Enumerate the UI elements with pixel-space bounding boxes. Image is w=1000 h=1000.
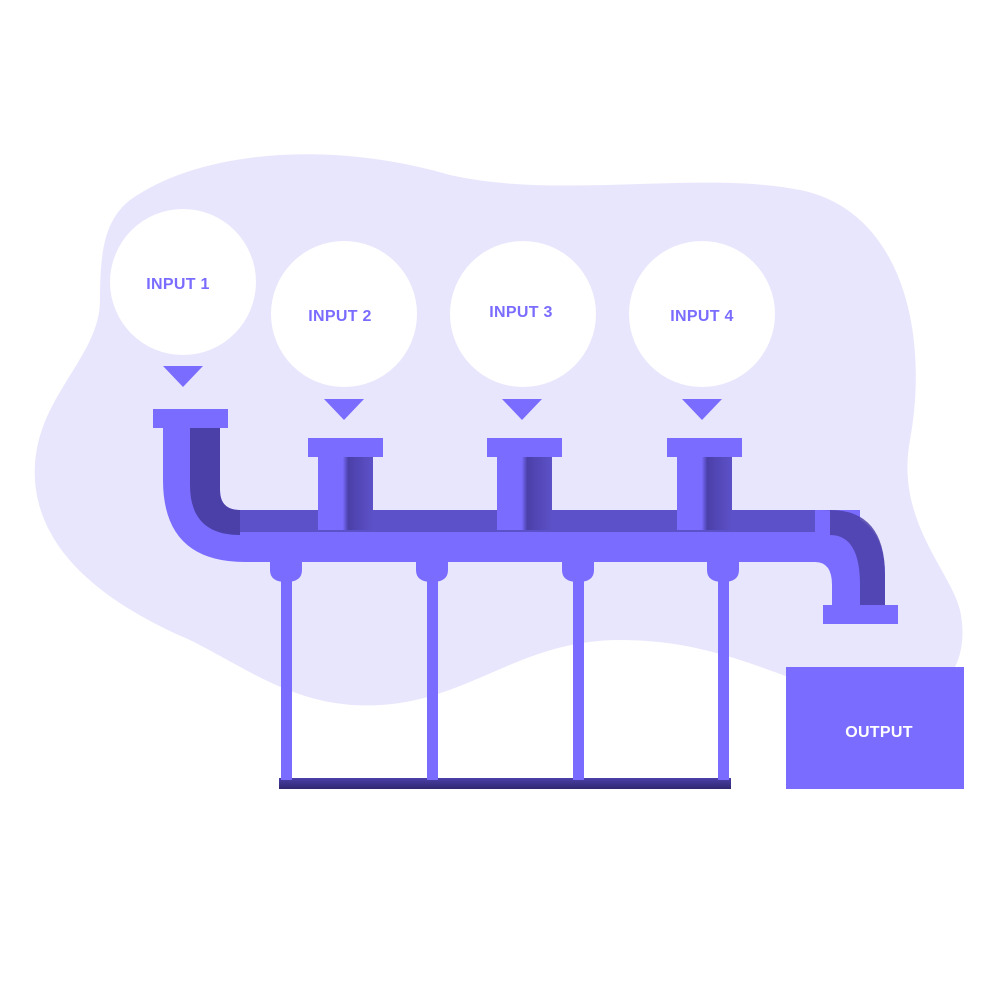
pipe-joint [270, 562, 302, 582]
input-flange [153, 409, 228, 428]
input-node-1: INPUT 1 [110, 209, 256, 387]
output-flange [823, 605, 898, 624]
support-leg [427, 575, 438, 780]
input-label: INPUT 4 [670, 308, 733, 325]
support-leg [573, 575, 584, 780]
pipe-joints [270, 562, 739, 582]
output-node: OUTPUT [786, 667, 964, 789]
input-node-2: INPUT 2 [271, 241, 417, 420]
input-circle [110, 209, 256, 355]
down-arrow-icon [682, 399, 722, 420]
down-arrow-icon [163, 366, 203, 387]
input-label: INPUT 3 [489, 304, 552, 321]
output-box [786, 667, 964, 789]
input-nodes: INPUT 1 INPUT 2 INPUT 3 INPUT 4 [110, 209, 775, 420]
inlet-pipes [308, 438, 742, 530]
input-node-3: INPUT 3 [450, 241, 596, 420]
down-arrow-icon [502, 399, 542, 420]
pipe-joint [416, 562, 448, 582]
output-label: OUTPUT [845, 724, 913, 741]
input-circle [271, 241, 417, 387]
support-base-bar [279, 778, 731, 789]
input-label: INPUT 2 [308, 308, 371, 325]
input-circle [629, 241, 775, 387]
pipe-joint [562, 562, 594, 582]
inlet-pipe-3 [487, 438, 562, 530]
inlet-pipe-4 [667, 438, 742, 530]
inlet-pipe-2 [308, 438, 383, 530]
input-label: INPUT 1 [146, 276, 209, 293]
input-circle [450, 241, 596, 387]
pipe-joint [707, 562, 739, 582]
support-legs [281, 575, 729, 780]
support-leg [281, 575, 292, 780]
down-arrow-icon [324, 399, 364, 420]
support-leg [718, 575, 729, 780]
input-node-4: INPUT 4 [629, 241, 775, 420]
